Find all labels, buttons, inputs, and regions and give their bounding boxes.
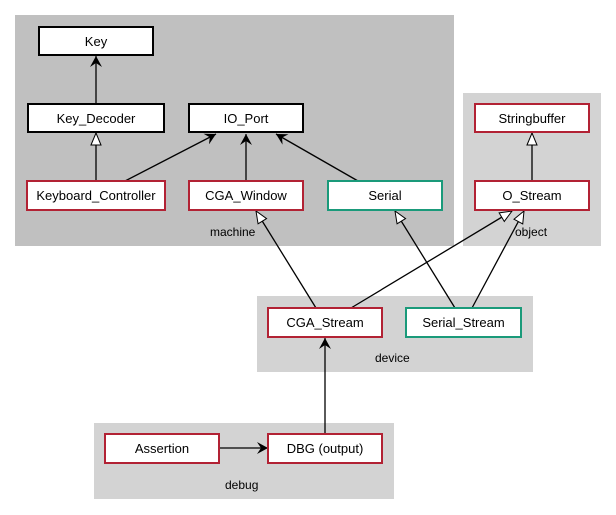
cluster-machine-label: machine [210, 225, 256, 239]
node-key-label: Key [84, 33, 108, 49]
node-assertion[interactable]: Assertion [104, 433, 220, 464]
node-keyboard-controller-label: Keyboard_Controller [36, 188, 156, 203]
node-io-port[interactable]: IO_Port [188, 103, 304, 133]
cluster-device-label: device [375, 351, 410, 365]
cluster-debug-label: debug [225, 478, 259, 492]
node-cga-stream-label: CGA_Stream [286, 315, 364, 330]
node-serial-stream-label: Serial_Stream [422, 315, 505, 330]
node-cga-stream[interactable]: CGA_Stream [267, 307, 383, 338]
cluster-object-label: object [515, 225, 548, 239]
edge-cga-stream-to-cga-window [256, 211, 317, 309]
node-dbg-output[interactable]: DBG (output) [267, 433, 383, 464]
node-serial[interactable]: Serial [327, 180, 443, 211]
edge-serial-stream-to-serial [395, 211, 456, 309]
node-cga-window[interactable]: CGA_Window [188, 180, 304, 211]
edge-serial-to-io-port [275, 133, 359, 182]
node-stringbuffer-label: Stringbuffer [498, 110, 566, 126]
node-key-decoder[interactable]: Key_Decoder [27, 103, 165, 133]
node-serial-stream[interactable]: Serial_Stream [405, 307, 522, 338]
node-stringbuffer[interactable]: Stringbuffer [474, 103, 590, 133]
edge-keyboard-controller-to-io-port [124, 133, 217, 182]
edge-cga-stream-to-o-stream [350, 211, 512, 309]
node-assertion-label: Assertion [134, 441, 190, 456]
node-key-decoder-label: Key_Decoder [56, 110, 136, 126]
node-o-stream-label: O_Stream [502, 188, 562, 203]
node-cga-window-label: CGA_Window [205, 188, 287, 203]
node-key[interactable]: Key [38, 26, 154, 56]
edge-serial-stream-to-o-stream [471, 211, 524, 309]
node-o-stream[interactable]: O_Stream [474, 180, 590, 211]
node-dbg-output-label: DBG (output) [286, 441, 364, 456]
node-io-port-label: IO_Port [223, 110, 269, 126]
node-keyboard-controller[interactable]: Keyboard_Controller [26, 180, 166, 211]
node-serial-label: Serial [368, 188, 402, 203]
